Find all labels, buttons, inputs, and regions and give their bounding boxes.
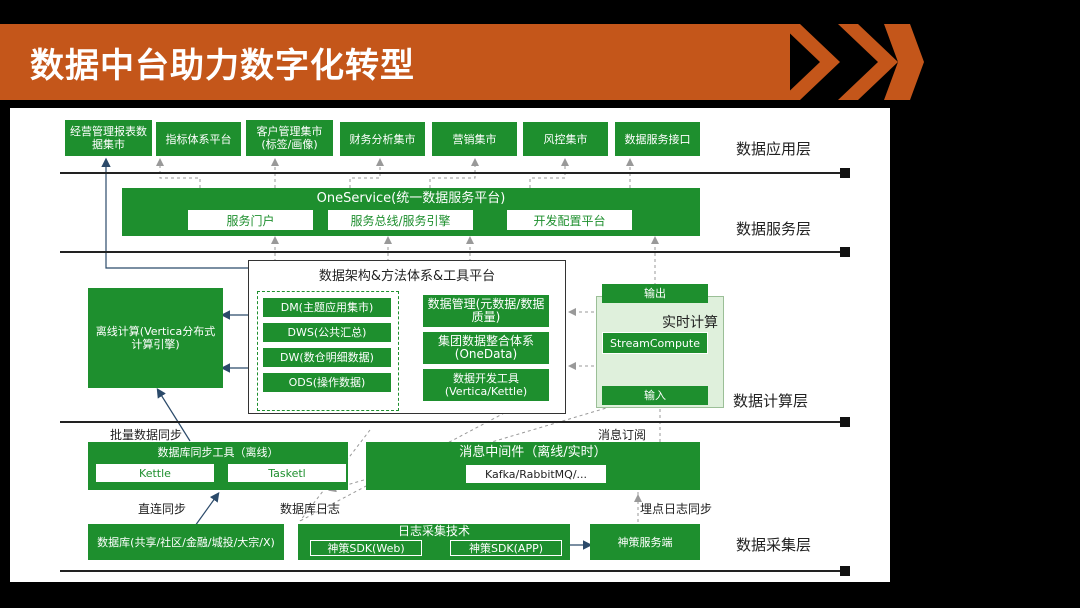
page-title: 数据中台助力数字化转型	[30, 46, 415, 86]
data-management-tool: 数据管理(元数据/数据质量)	[423, 295, 549, 327]
service-bus-engine: 服务总线/服务引擎	[328, 210, 473, 230]
app-customer-mart: 客户管理集市(标签/画像)	[246, 120, 333, 156]
batch-sync-label: 批量数据同步	[110, 428, 183, 442]
oneservice-title: OneService(统一数据服务平台)	[316, 191, 506, 206]
app-indicator-platform: 指标体系平台	[156, 122, 241, 156]
log-collection: 日志采集技术	[298, 524, 570, 560]
db-sync-tool-title: 数据库同步工具（离线）	[157, 446, 279, 459]
msg-sub-label: 消息订阅	[598, 428, 647, 442]
sensors-sdk-web: 神策SDK(Web)	[310, 540, 422, 556]
divider-end-square	[840, 417, 850, 427]
kettle-tool: Kettle	[96, 464, 214, 482]
framework-title: 数据架构&方法体系&工具平台	[318, 269, 496, 284]
layer-divider	[60, 251, 840, 253]
mq-title: 消息中间件（离线/实时）	[459, 445, 607, 460]
chevron-arrows-icon	[780, 24, 924, 100]
divider-end-square	[840, 247, 850, 257]
offline-compute: 离线计算(Vertica分布式计算引擎)	[88, 288, 223, 388]
divider-end-square	[840, 566, 850, 576]
layer-divider	[60, 172, 840, 174]
data-dev-tools: 数据开发工具(Vertica/Kettle)	[423, 369, 549, 401]
onedata-system: 集团数据整合体系(OneData)	[423, 332, 549, 364]
ods-layer: ODS(操作数据)	[263, 373, 391, 392]
stream-compute: StreamCompute	[602, 332, 708, 354]
realtime-output: 输出	[602, 284, 708, 303]
title-banner	[0, 24, 790, 100]
sensors-sdk-app: 神策SDK(APP)	[450, 540, 562, 556]
divider-end-square	[840, 168, 850, 178]
layer-label-compute: 数据计算层	[733, 392, 809, 410]
app-mgmt-report-mart: 经营管理报表数据集市	[65, 120, 152, 156]
app-data-service-api: 数据服务接口	[615, 122, 700, 156]
direct-sync-label: 直连同步	[138, 502, 187, 516]
layer-label-service: 数据服务层	[736, 220, 812, 238]
dws-layer: DWS(公共汇总)	[263, 323, 391, 342]
warehouse-layers-group	[257, 291, 399, 411]
log-collection-title: 日志采集技术	[397, 524, 470, 538]
tasketl-tool: Tasketl	[228, 464, 346, 482]
sensors-server: 神策服务端	[590, 524, 700, 560]
layer-label-application: 数据应用层	[736, 140, 812, 158]
realtime-label: 实时计算	[662, 315, 718, 331]
service-portal: 服务门户	[188, 210, 313, 230]
dw-layer: DW(数仓明细数据)	[263, 348, 391, 367]
app-finance-mart: 财务分析集市	[340, 122, 425, 156]
db-log-label: 数据库日志	[280, 502, 341, 516]
architecture-diagram: 经营管理报表数据集市 指标体系平台 客户管理集市(标签/画像) 财务分析集市 营…	[10, 108, 890, 582]
app-marketing-mart: 营销集市	[432, 122, 517, 156]
realtime-input: 输入	[602, 386, 708, 405]
layer-divider	[60, 570, 840, 572]
dm-layer: DM(主题应用集市)	[263, 298, 391, 317]
layer-label-collection: 数据采集层	[736, 536, 812, 554]
dev-config-platform: 开发配置平台	[507, 210, 632, 230]
mq-products: Kafka/RabbitMQ/...	[466, 465, 606, 483]
track-log-sync-label: 埋点日志同步	[640, 502, 713, 516]
layer-divider	[60, 421, 840, 423]
source-database: 数据库(共享/社区/金融/城投/大宗/X)	[88, 524, 284, 560]
app-risk-mart: 风控集市	[523, 122, 608, 156]
